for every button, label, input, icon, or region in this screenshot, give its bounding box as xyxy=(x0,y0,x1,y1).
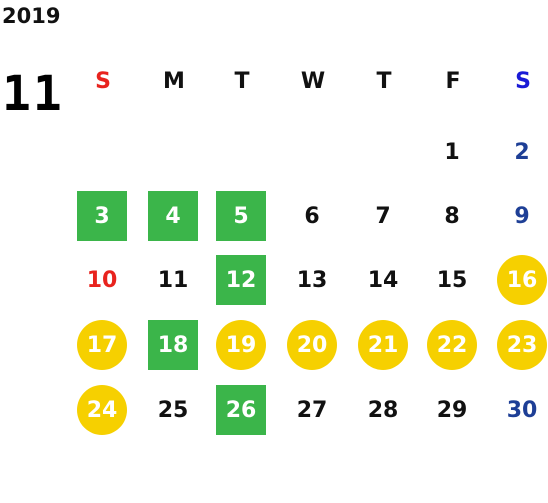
day-number: 13 xyxy=(296,267,328,293)
calendar-day-cell[interactable]: 4 xyxy=(145,190,201,242)
calendar-day-cell[interactable]: 27 xyxy=(284,384,340,436)
day-number: 26 xyxy=(216,385,266,435)
calendar-day-cell[interactable]: 7 xyxy=(355,190,411,242)
calendar-day-cell[interactable]: 16 xyxy=(494,254,548,306)
calendar-day-cell[interactable]: 28 xyxy=(355,384,411,436)
calendar-day-cell[interactable]: 6 xyxy=(284,190,340,242)
month-number: 11 xyxy=(2,66,64,122)
calendar-day-cell[interactable]: 29 xyxy=(424,384,480,436)
weekday-header-0: S xyxy=(95,68,111,94)
day-number: 17 xyxy=(77,320,127,370)
day-number: 15 xyxy=(436,267,468,293)
day-number: 7 xyxy=(375,203,391,229)
calendar-day-cell[interactable]: 20 xyxy=(284,319,340,371)
calendar-day-cell[interactable]: 11 xyxy=(145,254,201,306)
calendar-day-cell[interactable]: 30 xyxy=(494,384,548,436)
calendar-day-cell[interactable]: 1 xyxy=(424,126,480,178)
day-number: 21 xyxy=(358,320,408,370)
calendar-day-cell[interactable]: 8 xyxy=(424,190,480,242)
day-number: 24 xyxy=(77,385,127,435)
day-number: 29 xyxy=(436,397,468,423)
day-number: 19 xyxy=(216,320,266,370)
day-number: 2 xyxy=(514,139,530,165)
calendar-day-cell[interactable]: 26 xyxy=(213,384,269,436)
weekday-header-5: F xyxy=(445,68,461,94)
day-number: 14 xyxy=(367,267,399,293)
weekday-header-4: T xyxy=(376,68,392,94)
day-number: 5 xyxy=(216,191,266,241)
day-number: 4 xyxy=(148,191,198,241)
calendar-day-cell[interactable]: 25 xyxy=(145,384,201,436)
year-label: 2019 xyxy=(2,4,61,28)
day-number: 9 xyxy=(514,203,530,229)
calendar-day-cell[interactable]: 24 xyxy=(74,384,130,436)
calendar-day-cell[interactable]: 23 xyxy=(494,319,548,371)
calendar-day-cell[interactable]: 18 xyxy=(145,319,201,371)
day-number: 18 xyxy=(148,320,198,370)
calendar-day-cell[interactable]: 3 xyxy=(74,190,130,242)
calendar-day-cell[interactable]: 22 xyxy=(424,319,480,371)
weekday-header-3: W xyxy=(300,68,326,94)
calendar-day-cell[interactable]: 5 xyxy=(213,190,269,242)
day-number: 25 xyxy=(157,397,189,423)
day-number: 22 xyxy=(427,320,477,370)
day-number: 11 xyxy=(157,267,189,293)
day-number: 30 xyxy=(506,397,538,423)
weekday-header-2: T xyxy=(234,68,250,94)
calendar-day-cell[interactable]: 13 xyxy=(284,254,340,306)
day-number: 6 xyxy=(304,203,320,229)
day-number: 10 xyxy=(86,267,118,293)
day-number: 16 xyxy=(497,255,547,305)
weekday-header-1: M xyxy=(163,68,185,94)
weekday-header-6: S xyxy=(515,68,531,94)
day-number: 28 xyxy=(367,397,399,423)
calendar-day-cell[interactable]: 21 xyxy=(355,319,411,371)
day-number: 3 xyxy=(77,191,127,241)
calendar-day-cell[interactable]: 14 xyxy=(355,254,411,306)
day-number: 1 xyxy=(444,139,460,165)
calendar-day-cell[interactable]: 17 xyxy=(74,319,130,371)
calendar-day-cell[interactable]: 19 xyxy=(213,319,269,371)
calendar-day-cell[interactable]: 15 xyxy=(424,254,480,306)
day-number: 12 xyxy=(216,255,266,305)
calendar-day-cell[interactable]: 9 xyxy=(494,190,548,242)
day-number: 8 xyxy=(444,203,460,229)
day-number: 27 xyxy=(296,397,328,423)
day-number: 23 xyxy=(497,320,547,370)
calendar-day-cell[interactable]: 10 xyxy=(74,254,130,306)
calendar-day-cell[interactable]: 2 xyxy=(494,126,548,178)
day-number: 20 xyxy=(287,320,337,370)
calendar-day-cell[interactable]: 12 xyxy=(213,254,269,306)
